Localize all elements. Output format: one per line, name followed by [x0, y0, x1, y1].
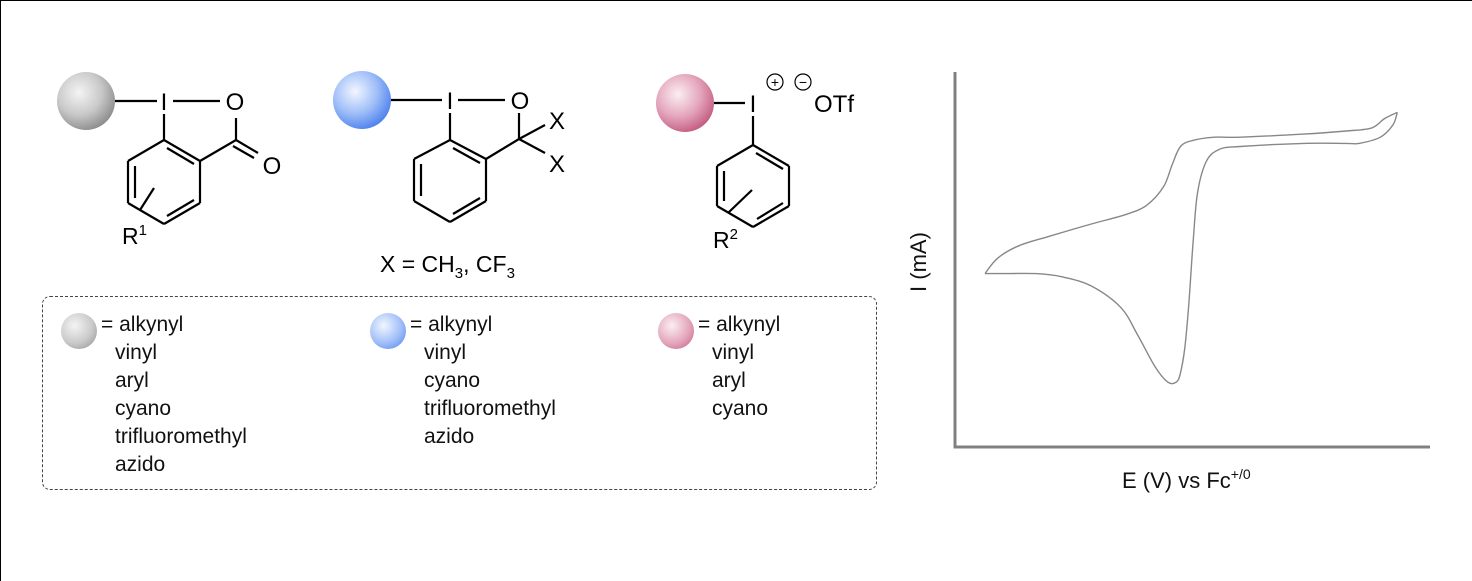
- counterion-otf: OTf: [814, 91, 854, 118]
- plus-sign: +: [771, 74, 779, 90]
- substituent-ball-pink: [656, 74, 714, 132]
- bonds: [115, 99, 259, 225]
- substituent-r2: R2: [713, 226, 738, 253]
- legend-item: trifluoromethyl: [115, 425, 247, 448]
- atom-ring-oxygen: O: [511, 88, 530, 115]
- legend-item: cyano: [115, 397, 172, 420]
- legend-item: alkynyl: [101, 311, 247, 339]
- series-line-reverse-scan: [985, 112, 1398, 385]
- series-layer: [984, 111, 1398, 385]
- legend-item: cyano: [424, 369, 481, 392]
- bonds: [391, 98, 546, 223]
- legend-item: vinyl: [115, 341, 158, 364]
- legend-ball-blue: [370, 313, 406, 349]
- substituent-ball-blue: [333, 71, 391, 129]
- substituent-r1: R1: [122, 222, 147, 249]
- atom-x-top: X: [549, 108, 565, 135]
- legend-item: alkynyl: [410, 311, 556, 339]
- legend-item: aryl: [712, 369, 746, 392]
- atom-ring-oxygen: O: [226, 89, 245, 116]
- minus-sign: −: [799, 74, 807, 90]
- atom-carbonyl-oxygen: O: [263, 153, 282, 180]
- structure-diaryliodonium: I + − OTf R2: [656, 73, 854, 253]
- atom-iodine: I: [161, 89, 168, 116]
- atom-x-bottom: X: [549, 151, 565, 178]
- legend-list-gray: alkynyl vinyl aryl cyano trifluoromethyl…: [101, 311, 247, 479]
- legend-item: cyano: [712, 397, 769, 420]
- atom-iodine: I: [750, 91, 757, 118]
- structure-benziodoxole: I O X X X = CH3, CF3: [333, 71, 565, 280]
- positive-charge-icon: [766, 73, 784, 91]
- legend-item: aryl: [115, 369, 149, 392]
- substituent-legend-box: alkynyl vinyl aryl cyano trifluoromethyl…: [42, 296, 877, 490]
- structure-benziodoxolone: I O O R1: [57, 72, 282, 249]
- legend-ball-gray: [61, 313, 97, 349]
- legend-item: alkynyl: [698, 311, 780, 339]
- x-axis-label: E (V) vs Fc+/0: [1122, 466, 1251, 494]
- legend-item: azido: [115, 453, 166, 476]
- cyclic-voltammogram: [953, 72, 1430, 449]
- legend-ball-pink: [658, 313, 694, 349]
- legend-item: azido: [424, 425, 475, 448]
- x-axis-label-text: E (V) vs Fc: [1122, 468, 1231, 493]
- legend-list-pink: alkynyl vinyl aryl cyano: [698, 311, 780, 423]
- atom-iodine: I: [447, 88, 454, 115]
- substituent-ball-gray: [57, 72, 115, 130]
- legend-list-blue: alkynyl vinyl cyano trifluoromethyl azid…: [410, 311, 556, 451]
- bonds: [714, 101, 791, 228]
- x-axis-label-superscript: +/0: [1230, 466, 1251, 482]
- negative-charge-icon: [794, 73, 812, 91]
- legend-item: vinyl: [424, 341, 467, 364]
- x-substituent-caption: X = CH3, CF3: [380, 251, 515, 280]
- legend-item: vinyl: [712, 341, 755, 364]
- y-axis-label: I (mA): [906, 232, 931, 292]
- series-line-forward-scan: [984, 111, 1398, 275]
- legend-item: trifluoromethyl: [424, 397, 556, 420]
